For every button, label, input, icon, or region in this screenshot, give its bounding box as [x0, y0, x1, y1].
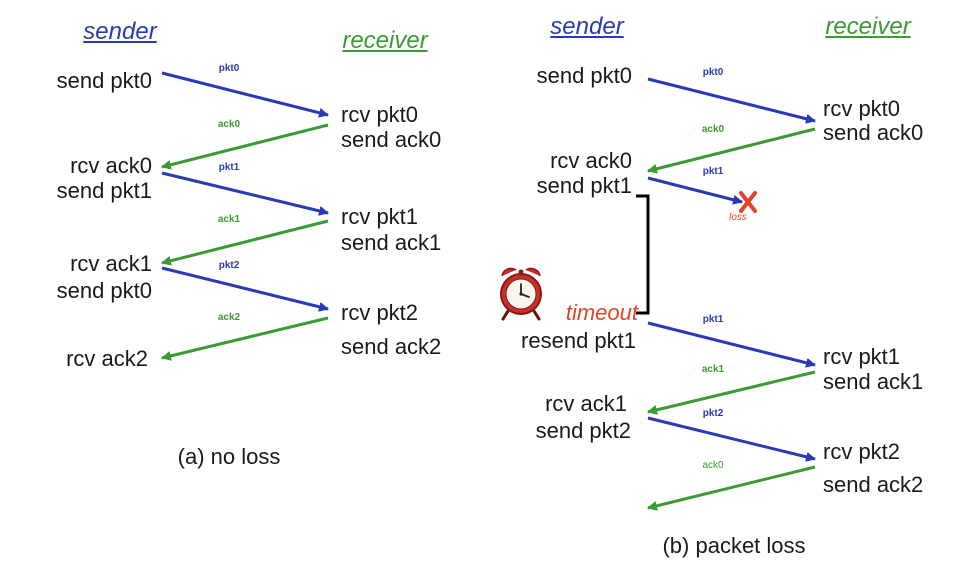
panel-a-receiver-heading: receiver	[342, 27, 428, 54]
panel-a-sender-label: rcv ack2	[66, 346, 148, 371]
panel-a-arrow-label: pkt0	[218, 63, 240, 74]
panel-a-receiver-label: send ack1	[341, 230, 442, 255]
panel-a-arrow-label: pkt2	[218, 260, 240, 271]
panel-a-sender-label: rcv ack0	[70, 153, 152, 178]
loss-x-icon	[739, 191, 757, 213]
arrow-a-pkt2	[161, 266, 329, 312]
panel-a-sender-heading: sender	[83, 18, 157, 45]
panel-b-arrow-label: ack0	[702, 460, 724, 471]
arrow-b-pkt2	[647, 416, 816, 462]
panel-b-sender-label: resend pkt1	[521, 328, 636, 353]
panel-b-receiver-label: send ack2	[823, 472, 924, 497]
panel-b-sender-label: rcv ack0	[550, 148, 632, 173]
panel-b-caption: (b) packet loss	[662, 533, 806, 558]
panel-b-receiver-label: rcv pkt0	[823, 96, 901, 121]
arrow-b-ack0-dup	[647, 465, 816, 511]
panel-a-receiver-label: rcv pkt0	[341, 102, 419, 127]
panel-b-sender-label: send pkt1	[536, 173, 632, 198]
panel-a-caption: (a) no loss	[177, 444, 281, 469]
panel-a-arrow-label: ack2	[217, 312, 241, 323]
alarm-clock-icon	[500, 267, 542, 321]
panel-a-receiver-label: rcv pkt2	[341, 300, 419, 325]
loss-label: loss	[729, 212, 747, 223]
panel-a-arrow-label: ack0	[217, 119, 241, 130]
panel-a-receiver-label: send ack2	[341, 334, 442, 359]
panel-b-sender-label: rcv ack1	[545, 391, 627, 416]
arrow-a-ack1	[161, 219, 329, 266]
timeout-label: timeout	[565, 300, 638, 325]
panel-b-receiver-label: send ack0	[823, 120, 924, 145]
panel-a-sender-label: rcv ack1	[70, 251, 152, 276]
panel-a-arrow-label: ack1	[217, 214, 241, 225]
panel-b-sender-label: send pkt2	[535, 418, 631, 443]
timeout-bracket	[636, 194, 650, 315]
panel-b-arrow-label: pkt1	[702, 166, 724, 177]
panel-a-arrow-label: pkt1	[218, 162, 240, 173]
arrow-a-pkt0	[161, 71, 329, 118]
arrow-a-ack2	[161, 316, 329, 361]
panel-b-arrow-label: pkt2	[702, 408, 724, 419]
arrow-b-pkt0	[647, 77, 816, 124]
panel-a-sender-label: send pkt1	[56, 178, 152, 203]
panel-b-receiver-label: send ack1	[823, 369, 924, 394]
panel-b-sender-heading: sender	[550, 13, 624, 40]
panel-b-arrow-label: pkt0	[702, 67, 724, 78]
panel-b-receiver-label: rcv pkt1	[823, 344, 901, 369]
panel-a-receiver-label: rcv pkt1	[341, 204, 419, 229]
arrow-b-ack0	[647, 127, 816, 174]
panel-b-arrow-label: ack1	[701, 364, 725, 375]
panel-b-arrow-label: ack0	[701, 124, 725, 135]
panel-a-sender-label: send pkt0	[56, 278, 152, 303]
panel-b-arrow-label: pkt1	[702, 314, 724, 325]
arrow-b-pkt1-lost	[647, 176, 743, 205]
panel-b-receiver-heading: receiver	[825, 13, 911, 40]
arrow-b-pkt1-resend	[647, 321, 816, 368]
arrow-a-pkt1	[161, 171, 329, 216]
panel-b-receiver-label: rcv pkt2	[823, 439, 901, 464]
arrow-a-ack0	[161, 123, 329, 170]
panel-a-receiver-label: send ack0	[341, 127, 442, 152]
panel-b-sender-label: send pkt0	[536, 63, 632, 88]
panel-a-sender-label: send pkt0	[56, 68, 152, 93]
arrow-b-ack1	[647, 370, 816, 415]
